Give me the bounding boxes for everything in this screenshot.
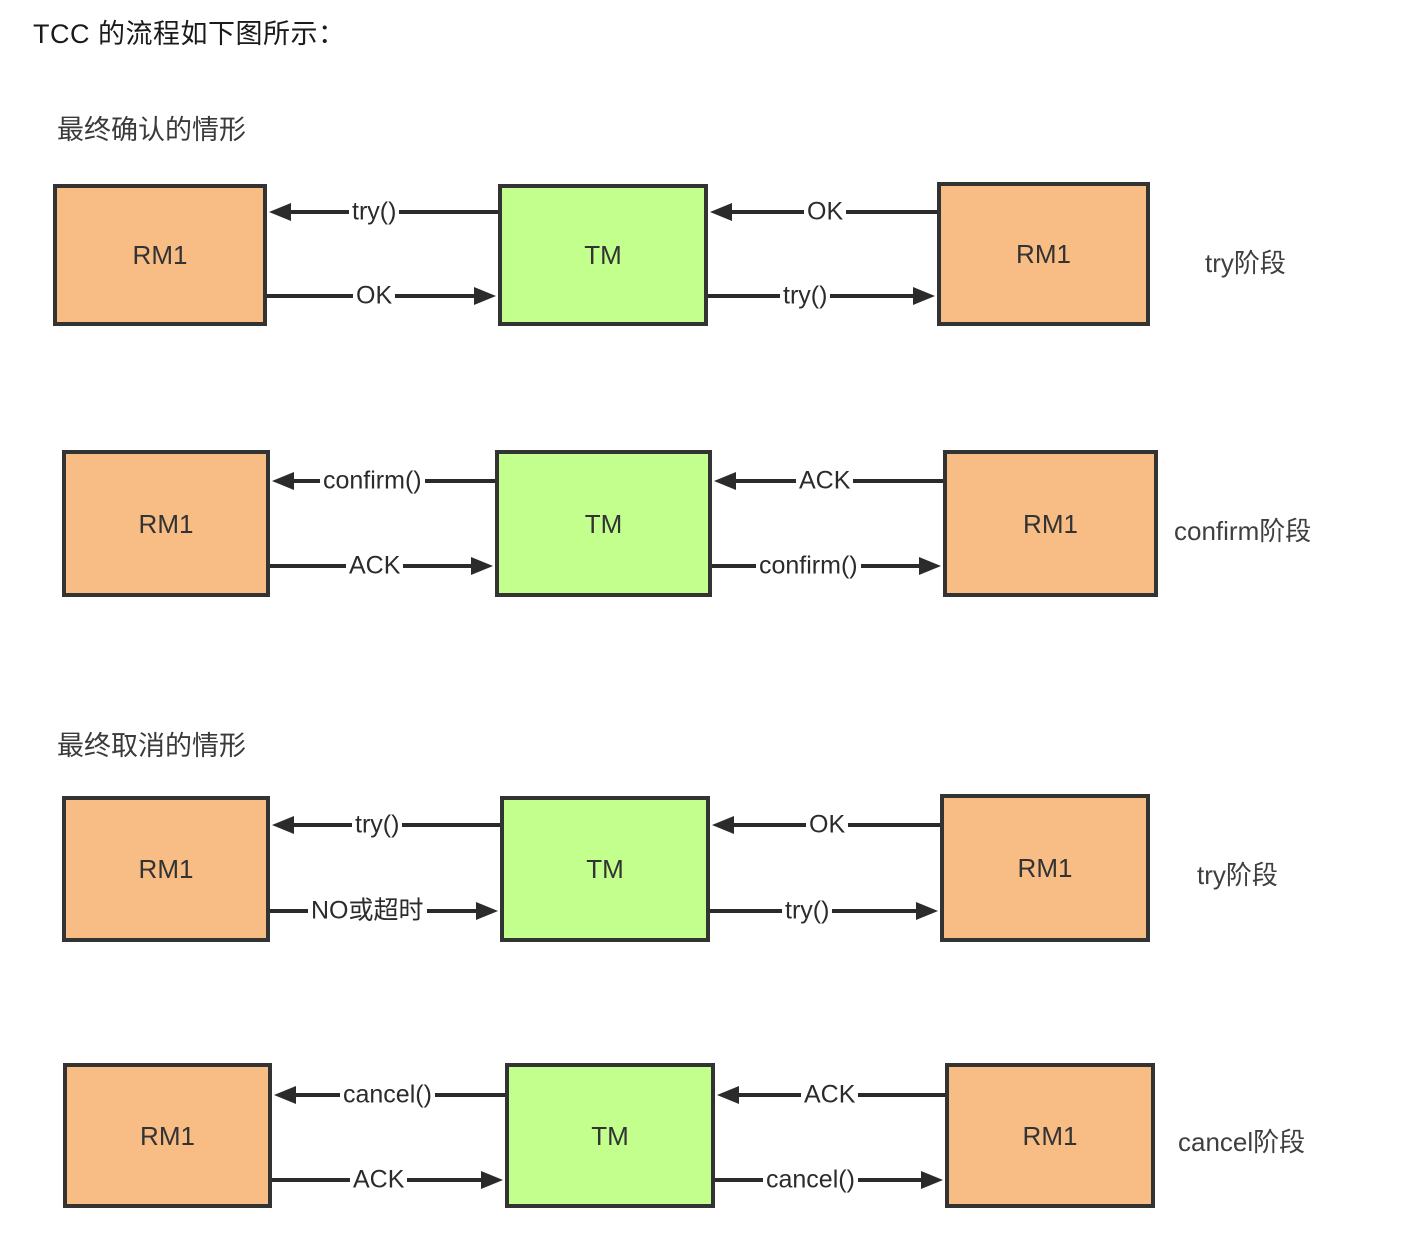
node-rm1-right: RM1 [937, 182, 1150, 326]
node-rm1-left: RM1 [62, 450, 270, 597]
arrow-label: try() [349, 199, 400, 225]
arrow-label: ACK [350, 1167, 408, 1193]
arrow-label: try() [782, 898, 833, 924]
arrow-label: OK [806, 812, 849, 838]
stage-label-cancel-phase: cancel阶段 [1178, 1127, 1306, 1157]
arrow-tm-to-rm1-right: confirm() [712, 551, 943, 581]
node-rm1-right: RM1 [943, 450, 1158, 597]
node-tm: TM [500, 796, 710, 942]
node-label: TM [584, 240, 622, 270]
node-label: RM1 [138, 508, 194, 539]
node-label: RM1 [140, 1120, 195, 1151]
arrow-rm1-left-to-tm: OK [267, 281, 498, 311]
arrow-rm1-right-to-tm: OK [708, 197, 937, 227]
node-label: RM1 [132, 240, 188, 270]
stage-label-try-phase-confirm: try阶段 [1205, 248, 1286, 278]
arrow-tm-to-rm1-left: try() [270, 810, 500, 840]
arrow-label: OK [804, 199, 847, 225]
arrow-label: ACK [801, 1082, 859, 1108]
arrow-rm1-left-to-tm: NO或超时 [270, 896, 500, 926]
arrow-label: cancel() [763, 1167, 858, 1193]
node-tm: TM [495, 450, 712, 597]
node-label: TM [586, 854, 624, 884]
arrow-tm-to-rm1-right: try() [708, 281, 937, 311]
node-label: RM1 [1016, 239, 1071, 269]
arrow-tm-to-rm1-right: cancel() [715, 1165, 945, 1195]
node-rm1-right: RM1 [940, 794, 1150, 942]
stage-label-confirm-phase: confirm阶段 [1174, 516, 1312, 546]
arrow-tm-to-rm1-left: try() [267, 197, 498, 227]
node-label: TM [591, 1120, 629, 1151]
arrow-tm-to-rm1-left: cancel() [272, 1080, 505, 1110]
arrow-tm-to-rm1-right: try() [710, 896, 940, 926]
node-label: RM1 [1017, 853, 1073, 883]
section-heading-confirm-scenario: 最终确认的情形 [57, 115, 246, 145]
arrow-label: try() [780, 283, 831, 309]
node-rm1-right: RM1 [945, 1063, 1155, 1208]
node-label: TM [584, 508, 623, 539]
arrow-rm1-left-to-tm: ACK [270, 551, 495, 581]
node-tm: TM [498, 184, 708, 326]
arrow-label: cancel() [340, 1082, 435, 1108]
node-label: RM1 [1023, 508, 1078, 539]
arrow-rm1-right-to-tm: ACK [715, 1080, 945, 1110]
stage-label-try-phase-cancel: try阶段 [1197, 860, 1278, 890]
node-label: RM1 [1022, 1120, 1078, 1151]
node-rm1-left: RM1 [53, 184, 267, 326]
arrow-tm-to-rm1-left: confirm() [270, 466, 495, 496]
page-title: TCC 的流程如下图所示： [33, 19, 346, 49]
arrow-label: ACK [346, 553, 404, 579]
arrow-label: confirm() [320, 468, 425, 494]
arrow-label: ACK [796, 468, 854, 494]
arrow-label: try() [352, 812, 403, 838]
section-heading-cancel-scenario: 最终取消的情形 [57, 731, 246, 761]
arrow-label: OK [353, 283, 396, 309]
arrow-rm1-right-to-tm: OK [710, 810, 940, 840]
node-tm: TM [505, 1063, 715, 1208]
arrow-rm1-left-to-tm: ACK [272, 1165, 505, 1195]
node-rm1-left: RM1 [63, 1063, 272, 1208]
arrow-label: NO或超时 [308, 898, 427, 924]
node-label: RM1 [138, 854, 194, 884]
arrow-label: confirm() [756, 553, 861, 579]
arrow-rm1-right-to-tm: ACK [712, 466, 943, 496]
node-rm1-left: RM1 [62, 796, 270, 942]
